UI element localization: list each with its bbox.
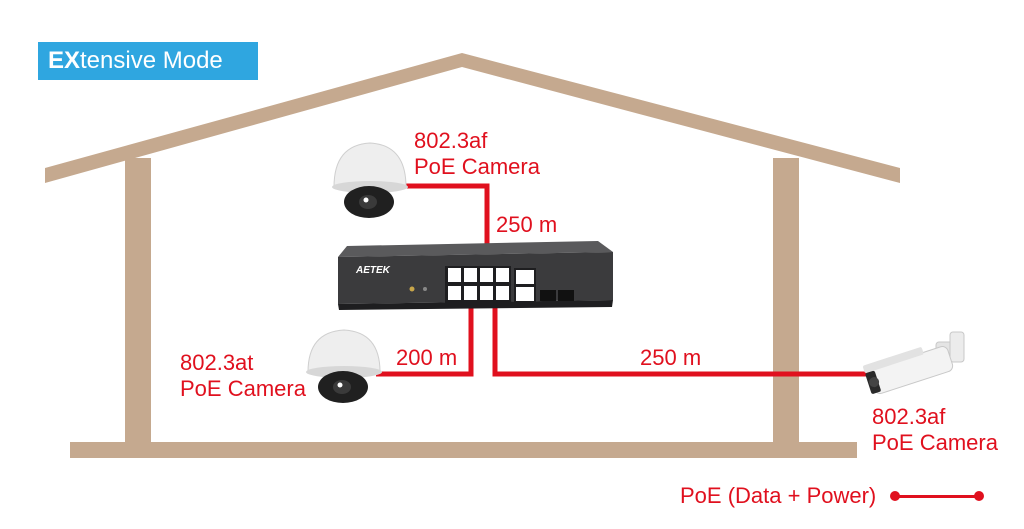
right-camera-type: PoE Camera — [872, 430, 998, 455]
legend: PoE (Data + Power) — [680, 483, 985, 509]
dome-camera-icon — [332, 142, 408, 218]
mode-badge-text: tensive Mode — [80, 47, 223, 74]
switch-brand: AETEK — [355, 265, 391, 276]
house-outline — [45, 53, 900, 458]
right-camera-label: 802.3af PoE Camera — [872, 404, 998, 456]
mode-badge-prefix: EX — [48, 47, 81, 74]
left-link-distance: 200 m — [396, 345, 458, 370]
bullet-camera-icon — [863, 331, 965, 394]
mode-badge: EXtensive Mode — [38, 42, 258, 80]
poe-line-icon — [890, 487, 985, 505]
left-camera-label: 802.3at PoE Camera — [180, 350, 306, 402]
right-camera-standard: 802.3af — [872, 404, 946, 429]
poe-switch-icon: AETEK — [338, 241, 613, 310]
top-camera-label: 802.3af PoE Camera — [414, 128, 540, 180]
top-camera-standard: 802.3af — [414, 128, 488, 153]
top-link-distance: 250 m — [496, 212, 558, 237]
top-camera-type: PoE Camera — [414, 154, 540, 179]
left-camera-type: PoE Camera — [180, 376, 306, 401]
dome-camera-icon — [306, 329, 382, 403]
legend-label: PoE (Data + Power) — [680, 483, 877, 508]
left-camera-standard: 802.3at — [180, 350, 254, 375]
poe-cables — [376, 183, 870, 377]
right-link-distance: 250 m — [640, 345, 702, 370]
